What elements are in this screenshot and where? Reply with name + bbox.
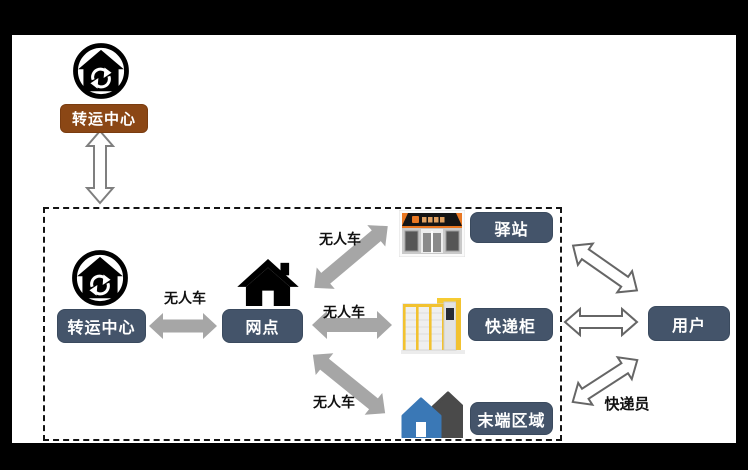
network-point-label: 网点 xyxy=(245,318,280,337)
parcel-locker-photo-icon xyxy=(399,296,467,358)
user-label: 用户 xyxy=(671,315,706,335)
home-icon xyxy=(237,259,299,307)
user-node: 用户 xyxy=(648,306,730,341)
storefront-photo-icon xyxy=(399,210,465,257)
unmanned-vehicle-label-1: 无人车 xyxy=(164,291,206,307)
unmanned-vehicle-label-2: 无人车 xyxy=(319,232,361,248)
house-sync-icon xyxy=(72,250,128,306)
unmanned-vehicle-label-3: 无人车 xyxy=(323,305,365,321)
parcel-locker-label: 快递柜 xyxy=(484,316,536,336)
end-area-node: 末端区域 xyxy=(470,402,553,435)
courier-label: 快递员 xyxy=(604,395,650,413)
inner-transfer-center-node: 转运中心 xyxy=(57,309,146,343)
station-label: 驿站 xyxy=(494,219,529,239)
station-node: 驿站 xyxy=(470,212,553,243)
last-mile-region-box xyxy=(43,207,562,441)
inner-transfer-center-label: 转运中心 xyxy=(67,318,136,337)
houses-icon xyxy=(401,391,463,438)
house-sync-icon xyxy=(73,43,129,99)
unmanned-vehicle-label-4: 无人车 xyxy=(313,395,355,411)
parcel-locker-node: 快递柜 xyxy=(468,308,553,341)
outer-transfer-center-label: 转运中心 xyxy=(71,110,136,128)
end-area-label: 末端区域 xyxy=(477,410,546,430)
outer-transfer-center-node: 转运中心 xyxy=(60,104,148,133)
network-point-node: 网点 xyxy=(222,309,303,343)
